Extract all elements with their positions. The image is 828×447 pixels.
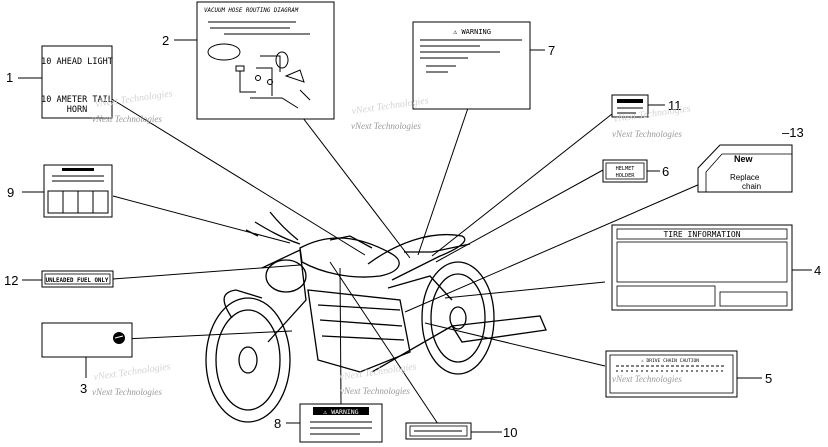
label-warning-8: ⚠ WARNING — [299, 403, 383, 443]
part-number-7: 7 — [548, 43, 555, 58]
part-number-1: 1 — [6, 70, 13, 85]
chain-text: chain — [742, 182, 761, 191]
watermark-4: vNext Technologies — [92, 387, 162, 397]
label-10 — [405, 422, 472, 440]
part-number-11: 11 — [668, 98, 682, 113]
watermark-2: vNext Technologies — [351, 121, 421, 131]
callout-ticks — [18, 39, 812, 433]
helmet-holder-text-2: HOLDER — [616, 173, 636, 179]
leader-lines — [102, 97, 701, 425]
part-number-12: 12 — [4, 273, 18, 288]
label-tire-information: TIRE INFORMATION — [611, 224, 793, 311]
replace-text: Replace — [730, 173, 760, 182]
part-number-4: 4 — [814, 263, 821, 278]
part-number-2: 2 — [162, 33, 169, 48]
part-number-6: 6 — [662, 164, 669, 179]
watermark-5: vNext Technologies — [340, 386, 410, 396]
label-headlight-meter: 10 AHEAD LIGHT 10 AMETER TAIL HORN — [41, 45, 113, 119]
label-11 — [611, 94, 649, 118]
watermark-1: vNext Technologies — [92, 114, 162, 124]
tire-info-text: TIRE INFORMATION — [663, 230, 740, 239]
warning-7-text: ⚠ WARNING — [453, 28, 491, 36]
watermarks: vNext Technologies vNext Technologies vN… — [92, 88, 691, 397]
part-number-10: 10 — [503, 425, 517, 440]
watermark-6: vNext Technologies — [612, 374, 682, 384]
headlight-top-text: 10 AHEAD LIGHT — [41, 57, 113, 67]
label-replace-chain: New Replace chain — [697, 144, 793, 193]
drive-chain-caution-text: ⚠ DRIVE CHAIN CAUTION — [641, 358, 699, 364]
new-text: New — [734, 154, 754, 164]
label-9 — [43, 164, 113, 218]
label-3-badge — [41, 322, 133, 358]
label-helmet-holder: HELMET HOLDER — [602, 159, 648, 183]
watermark-3: vNext Technologies — [612, 129, 682, 139]
watermark-2b: vNext Technologies — [351, 95, 430, 117]
label-drive-chain-caution: ⚠ DRIVE CHAIN CAUTION — [605, 350, 738, 398]
vacuum-title-text: VACUUM HOSE ROUTING DIAGRAM — [204, 8, 299, 14]
motorcycle-illustration — [205, 211, 547, 423]
part-number-13: –13 — [782, 125, 804, 140]
part-numbers: 1 2 3 4 5 6 7 8 9 10 11 12 –13 — [4, 33, 821, 440]
label-warning-7: ⚠ WARNING — [412, 21, 531, 110]
part-number-8: 8 — [274, 416, 281, 431]
watermark-4b: vNext Technologies — [93, 361, 172, 383]
part-number-5: 5 — [765, 371, 772, 386]
part-number-9: 9 — [7, 185, 14, 200]
part-number-3: 3 — [80, 381, 87, 396]
headlight-bottom-text-1: 10 AMETER TAIL — [41, 95, 113, 105]
label-unleaded-fuel: UNLEADED FUEL ONLY — [41, 270, 114, 288]
headlight-bottom-text-2: HORN — [67, 105, 87, 115]
label-vacuum-hose-diagram: VACUUM HOSE ROUTING DIAGRAM — [196, 1, 335, 120]
unleaded-fuel-text: UNLEADED FUEL ONLY — [46, 278, 109, 284]
helmet-holder-text-1: HELMET — [616, 166, 635, 172]
warning-8-text: ⚠ WARNING — [322, 408, 358, 416]
